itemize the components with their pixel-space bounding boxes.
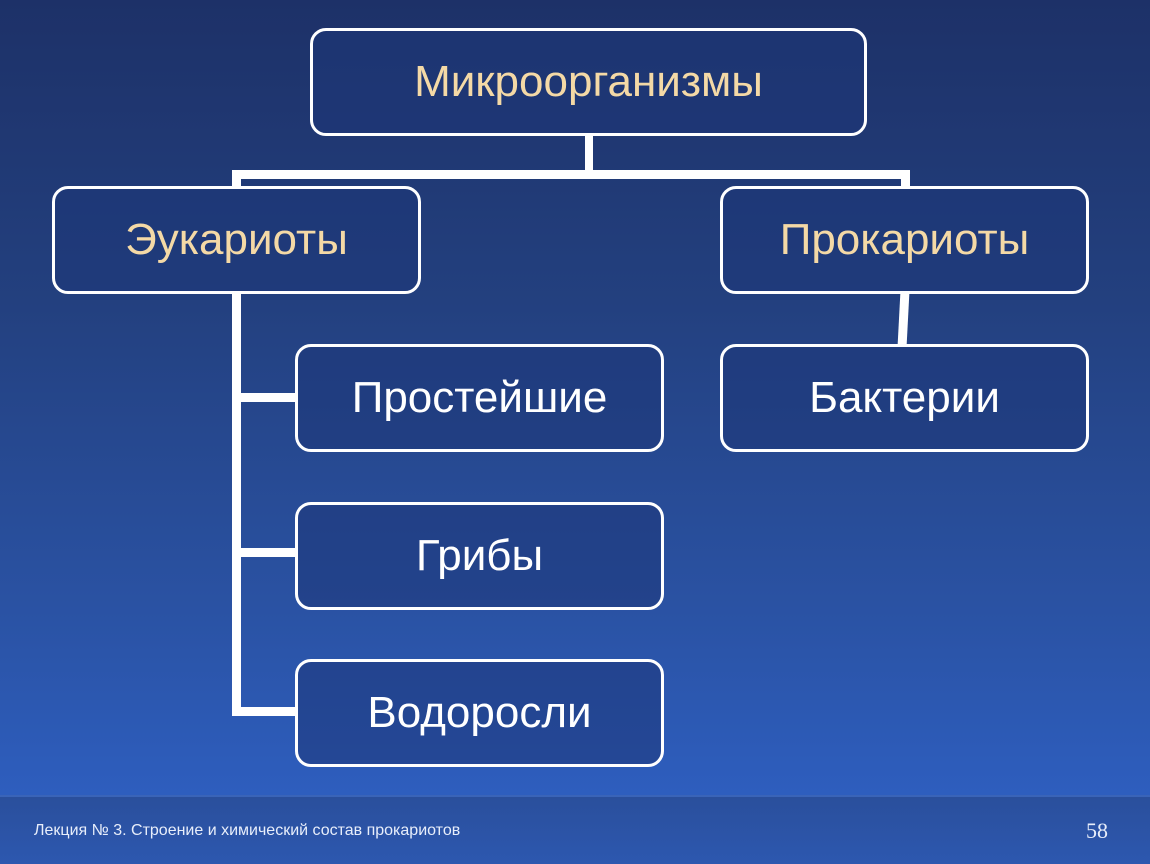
connector-eukaryotes-vertical — [232, 292, 241, 716]
connector-protozoa — [232, 393, 298, 402]
connector-right-down — [901, 170, 910, 188]
connector-algae — [232, 707, 298, 716]
fungi-node-label: Грибы — [415, 531, 544, 580]
prokaryotes-node-label: Прокариоты — [779, 215, 1030, 264]
connector-fungi — [232, 548, 298, 557]
root-node: Микроорганизмы — [310, 28, 867, 136]
protozoa-node-label: Простейшие — [351, 373, 608, 422]
footer-caption: Лекция № 3. Строение и химический состав… — [34, 822, 461, 839]
fungi-node: Грибы — [295, 502, 664, 610]
bacteria-node-label: Бактерии — [809, 373, 1000, 422]
prokaryotes-node: Прокариоты — [720, 186, 1089, 294]
algae-node: Водоросли — [295, 659, 664, 767]
protozoa-node: Простейшие — [295, 344, 664, 452]
algae-node-label: Водоросли — [367, 688, 592, 737]
root-node-label: Микроорганизмы — [414, 57, 763, 106]
footer-band — [0, 795, 1150, 864]
connector-left-down — [232, 170, 241, 188]
connector-root-down — [585, 135, 593, 175]
connector-horizontal — [232, 170, 910, 179]
eukaryotes-node: Эукариоты — [52, 186, 421, 294]
connector-prokaryotes-down — [897, 291, 910, 347]
bacteria-node: Бактерии — [720, 344, 1089, 452]
page-number: 58 — [1086, 818, 1108, 843]
eukaryotes-node-label: Эукариоты — [125, 215, 348, 264]
